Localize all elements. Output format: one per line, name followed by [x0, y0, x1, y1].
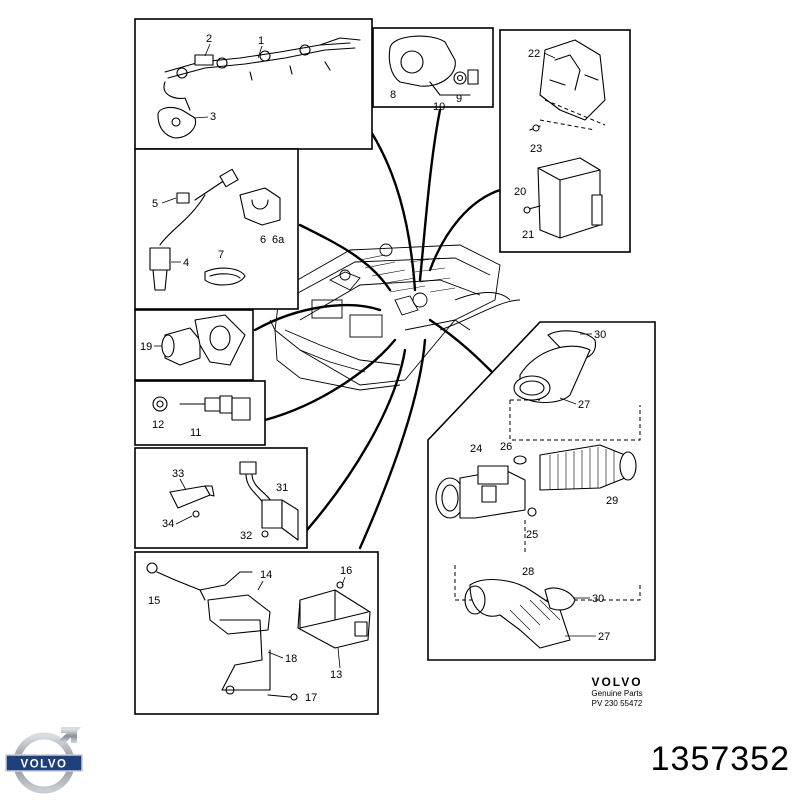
callout-25: 25	[526, 529, 538, 541]
callout-33: 33	[172, 468, 184, 480]
callout-5: 5	[152, 198, 158, 210]
callout-23: 23	[530, 143, 542, 155]
callout-32: 32	[240, 530, 252, 542]
callout-19: 19	[140, 341, 152, 353]
callout-31: 31	[276, 482, 288, 494]
callout-18: 18	[285, 653, 297, 665]
box-oxygen-sensor: 5 4 6 6a 7	[134, 148, 299, 310]
callout-10: 10	[433, 101, 445, 113]
callout-30-top: 30	[594, 329, 606, 341]
callout-9: 9	[456, 93, 462, 105]
callout-22: 22	[528, 48, 540, 60]
callout-8: 8	[390, 89, 396, 101]
callout-4: 4	[183, 257, 189, 269]
callout-28: 28	[522, 566, 534, 578]
logo-wordmark: VOLVO	[21, 759, 68, 771]
box-injector-rail: 2 1 3	[134, 18, 373, 150]
callout-21: 21	[522, 229, 534, 241]
part-number: 1357352	[650, 740, 790, 778]
genuine-parts-stamp: VOLVO Genuine Parts PV 230 55472	[562, 675, 672, 709]
connector-curves	[253, 108, 502, 550]
callout-34: 34	[162, 518, 174, 530]
box-control-unit: 22 23 20 21	[499, 29, 631, 253]
box-idle-valve: 19	[134, 309, 254, 381]
box-air-intake: 30 27 24 26 29 25 28 30 27	[427, 321, 656, 661]
callout-24: 24	[470, 443, 482, 455]
callout-27-top: 27	[578, 399, 590, 411]
box-temp-sensor: 12 11	[134, 380, 266, 446]
volvo-logo: VOLVO	[5, 727, 83, 794]
callout-7: 7	[218, 249, 224, 261]
callout-6: 6	[260, 234, 266, 246]
callout-29: 29	[606, 495, 618, 507]
genuine-label: Genuine Parts	[591, 689, 643, 698]
car-overview	[269, 243, 521, 391]
callout-11: 11	[190, 427, 201, 439]
callout-27-bottom: 27	[598, 631, 610, 643]
catalog-reference: PV 230 55472	[591, 699, 643, 708]
callout-3: 3	[210, 111, 216, 123]
callout-20: 20	[514, 186, 526, 198]
callout-15: 15	[148, 595, 160, 607]
callout-2: 2	[206, 33, 212, 45]
callout-13: 13	[330, 669, 342, 681]
box-throttle-housing: 8 9 10	[372, 27, 494, 113]
genuine-brand: VOLVO	[591, 675, 643, 689]
callout-14: 14	[260, 569, 272, 581]
callout-26: 26	[500, 441, 512, 453]
box-ignition-module: 14 16 15 18 13 17	[134, 551, 379, 715]
callout-12: 12	[152, 419, 164, 431]
callout-16: 16	[340, 565, 352, 577]
callout-17: 17	[305, 692, 317, 704]
callout-1: 1	[258, 35, 264, 47]
callout-30-bottom: 30	[592, 593, 604, 605]
callout-6a: 6a	[272, 234, 285, 246]
box-wiring-connector: 33 34 31 32	[134, 447, 308, 549]
